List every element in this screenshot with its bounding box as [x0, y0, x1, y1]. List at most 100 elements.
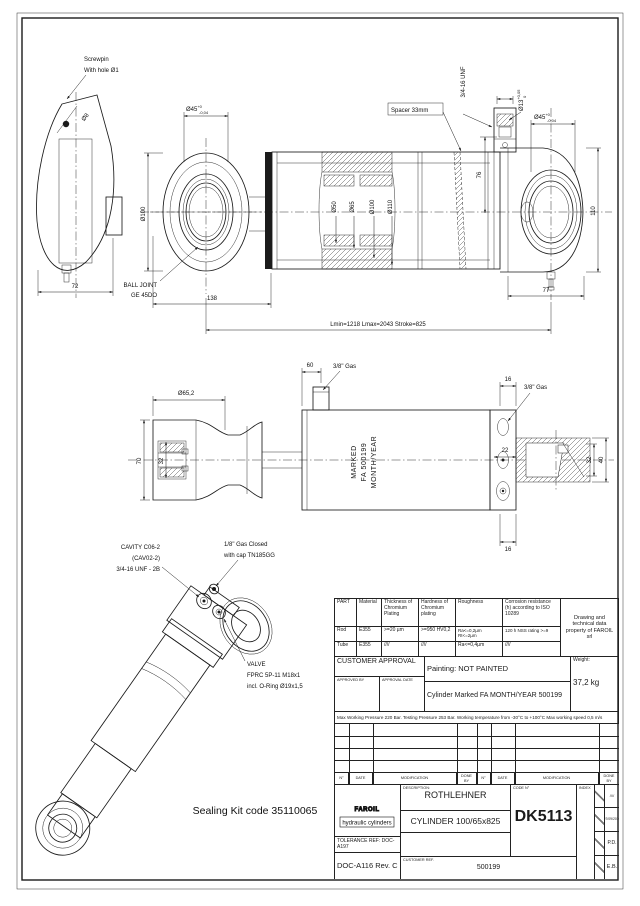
faroil-logo: FAROIL hydraulic cylinders	[335, 785, 401, 837]
tube-hardness: ////	[419, 642, 456, 657]
weight-label: Weight:	[573, 657, 590, 663]
materials-header-thickness: Thickness of Chromium Plating	[382, 599, 419, 627]
ball-joint-view: Ø100 Ø45+0-0,04 BALL JOINT GE 45DO	[124, 104, 262, 299]
valve-label-2: FPRC 5P-11 M18x1	[247, 673, 301, 679]
screwpin-view: Ø8 Screwpin With hole Ø1 72	[36, 57, 123, 298]
dim-72: 72	[72, 284, 79, 290]
approved-by-cell[interactable]: APPROVED BY	[335, 677, 380, 712]
customer-ref-value: 500199	[476, 864, 501, 872]
materials-header-material: Material	[357, 599, 382, 627]
approval-date-cell[interactable]: APPROVAL DATE	[380, 677, 425, 712]
rev-header-date: DATE	[349, 772, 373, 785]
rod-hardness: >=950 HV0,2	[419, 627, 456, 642]
index-cell: INDEX	[577, 785, 595, 879]
drawn-initials: P.D.	[605, 832, 619, 856]
rod-corrosion: 120 h NSS rating >=9	[503, 627, 561, 642]
gas-closed-label-2: with cap TN185GG	[223, 553, 275, 559]
spacer-label: Spacer 33mm	[391, 108, 428, 114]
tube-part: Tube	[335, 642, 357, 657]
faroil-logo-text: FAROIL	[355, 807, 380, 813]
valve-label-3: incl. O-Ring Ø19x1,5	[247, 684, 303, 690]
dim-o110: Ø110	[388, 199, 394, 214]
customer-ref-cell: CUSTOMER REF. 500199	[401, 857, 577, 879]
dim-76: 76	[477, 171, 483, 178]
code-value: DK5113	[514, 808, 573, 826]
materials-header-part: PART	[335, 599, 357, 627]
dim-32-right: 32	[587, 456, 593, 463]
ball-joint-label2: GE 45DO	[131, 293, 157, 299]
marked-text-3: MONTH/YEAR	[371, 436, 378, 489]
sealing-kit-note: Sealing Kit code 35110065	[193, 805, 318, 817]
tube-corrosion: ////	[503, 642, 561, 657]
cavity-label-3: 3/4-16 UNF - 2B	[116, 567, 160, 573]
dim-o100: Ø100	[141, 206, 147, 221]
materials-header-roughness: Roughness	[456, 599, 503, 627]
port-gas-label2: 3/8" Gas	[524, 385, 547, 391]
rod-roughness: Ra<=0,2µm Rt<=2µm	[456, 627, 503, 642]
dim-o45-left: Ø45+0-0,04	[186, 104, 209, 115]
cavity-label-1: CAVITY C06-2	[121, 545, 161, 551]
dim-16-bottom: 16	[505, 547, 512, 553]
dim-o100b: Ø100	[370, 199, 376, 214]
customer-approval-title: CUSTOMER APPROVAL	[335, 657, 425, 677]
cylinder-side-view: Ø50 Ø65 Ø100 Ø110 Spacer 33mm 3/4-16 UNF…	[140, 66, 612, 334]
working-conditions: Max Working Pressure 220 Bar. Testing Pr…	[335, 712, 619, 724]
tube-thickness: ////	[382, 642, 419, 657]
signature-mark-2	[595, 808, 605, 832]
tube-roughness: Ra<=0,4µm	[456, 642, 503, 657]
materials-header-corrosion: Corrosion resistance (h) according to IS…	[503, 599, 561, 627]
cavity-label-2: (CAV02-2)	[132, 556, 160, 562]
description-value: ROTHLEHNER	[424, 790, 487, 801]
dim-o65: Ø65	[350, 201, 356, 213]
code-label: CODE N°	[513, 786, 530, 790]
dim-138: 138	[207, 296, 218, 302]
signature-mark-4	[595, 856, 605, 879]
cylinder-description: CYLINDER 100/65x825	[401, 811, 511, 833]
doc-ref: DOC-A116 Rev. C	[335, 853, 401, 879]
tolerance-ref: TOLERANCE REF: DOC-A197	[335, 837, 401, 853]
dim-o652: Ø65,2	[178, 391, 195, 397]
dim-unf: 3/4-16 UNF	[461, 66, 467, 97]
signature-mark-1	[595, 785, 605, 808]
index-label: INDEX	[579, 786, 591, 790]
dim-110: 110	[591, 206, 597, 216]
tube-material: E355	[357, 642, 382, 657]
revision-table: N° DATE MODIFICATION DONE BY N° DATE MOD…	[335, 724, 619, 785]
title-block: PART Material Thickness of Chromium Plat…	[334, 598, 619, 879]
empty-cell	[401, 833, 511, 857]
gas-closed-label-1: 1/8" Gas Closed	[224, 542, 268, 548]
svg-text:Ø13+0,050: Ø13+0,050	[516, 89, 527, 111]
rev-mark-cell: ////	[605, 785, 619, 808]
screwpin-label2: With hole Ø1	[84, 68, 119, 74]
rod-material: E355	[357, 627, 382, 642]
dim-16-top: 16	[505, 377, 512, 383]
port-gas-label: 3/8" Gas	[333, 364, 356, 370]
dim-o13: Ø13+0,050	[516, 89, 527, 111]
dim-overall-stroke: Lmin=1218 Lmax=2043 Stroke=825	[330, 322, 426, 328]
iso-detail-view: CAVITY C06-2 (CAV02-2) 3/4-16 UNF - 2B 1…	[35, 542, 318, 856]
rev-header-modification: MODIFICATION	[373, 772, 457, 785]
rev-header-modification2: MODIFICATION	[515, 772, 599, 785]
code-cell: CODE N° DK5113	[511, 785, 577, 857]
dim-40: 40	[599, 456, 605, 463]
sheet-border	[16, 12, 624, 890]
marked-note: Cylinder Marked FA MONTH/YEAR 500199	[425, 682, 571, 712]
signature-mark-3	[595, 832, 605, 856]
rod-part: Rod	[335, 627, 357, 642]
dim-60: 60	[307, 363, 314, 369]
cross-section-view: Ø65,2 70 32 60 3/8" Gas MARKED FA 500199…	[128, 363, 614, 553]
rev-header-no: N°	[335, 772, 349, 785]
rev-header-doneby: DONE BY	[457, 772, 477, 785]
ball-joint-label: BALL JOINT	[124, 283, 158, 289]
screwpin-hole-dim: Ø8	[81, 112, 91, 123]
valve-label-1: VALVE	[247, 662, 265, 668]
property-note: Drawing and technical data property of F…	[561, 599, 619, 657]
screwpin-label: Screwpin	[84, 57, 109, 63]
dim-o50: Ø50	[332, 201, 338, 213]
weight-cell: Weight: 37,2 kg	[571, 657, 619, 712]
painting-note: Painting: NOT PAINTED	[425, 657, 571, 682]
materials-header-hardness: Hardness of Chromium plating	[419, 599, 456, 627]
checked-initials: E.B.	[606, 864, 618, 871]
